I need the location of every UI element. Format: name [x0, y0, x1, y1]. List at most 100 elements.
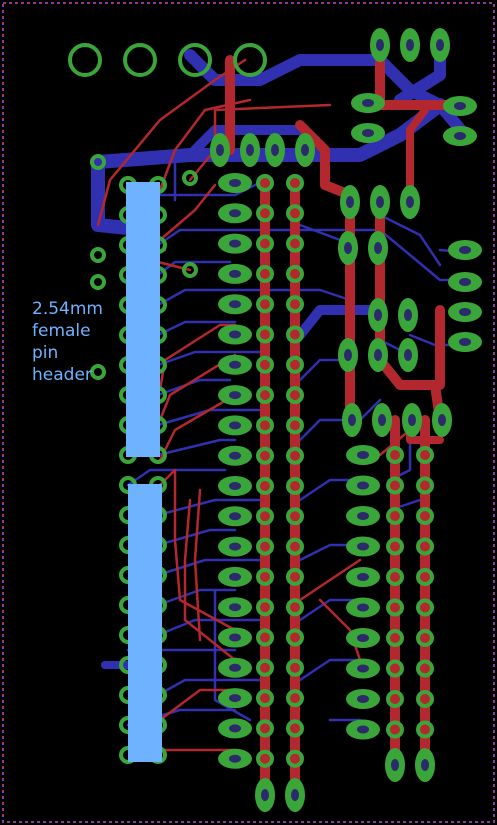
rail-pad: [386, 446, 404, 464]
pad-drill: [459, 278, 471, 286]
rail-pad: [256, 719, 274, 738]
pad-drill: [216, 144, 224, 156]
rail-pad: [416, 598, 434, 617]
pad-drill: [229, 603, 241, 612]
rail-pad: [416, 507, 434, 525]
pad-drill: [229, 209, 241, 218]
rail-pad: [416, 476, 434, 495]
rail-pad: [386, 690, 404, 708]
top-trace: [158, 323, 237, 392]
pad-drill: [374, 242, 382, 254]
rail-pad: [286, 174, 304, 192]
rail-pad: [256, 749, 274, 768]
rail-pad: [286, 689, 304, 708]
pad-drill: [229, 694, 241, 703]
rail-pad: [256, 628, 274, 647]
rail-pad: [256, 234, 274, 253]
pin-header-annotation: 2.54mm female pin header: [32, 299, 103, 385]
rail-pad: [256, 537, 274, 556]
rail-pad: [416, 446, 434, 464]
top-trace: [188, 103, 332, 182]
pad-drill: [229, 300, 241, 309]
pad-drill: [436, 39, 444, 51]
pad-drill: [291, 789, 299, 801]
pad-drill: [344, 349, 352, 361]
rail-pad: [256, 355, 274, 374]
rail-pad: [256, 295, 274, 314]
pad-drill: [454, 132, 466, 140]
via: [182, 170, 198, 186]
pad-drill: [229, 360, 241, 369]
rail-pad: [386, 720, 404, 739]
pad-drill: [459, 338, 471, 346]
pad-drill: [357, 664, 369, 673]
top-trace: [378, 428, 412, 457]
pad-drill: [357, 542, 369, 551]
bottom-trace: [156, 618, 267, 637]
top-trace: [193, 488, 202, 642]
pad-drill: [374, 349, 382, 361]
pad-drill: [229, 421, 241, 430]
pad-drill: [357, 512, 369, 520]
top-trace: [158, 688, 237, 722]
rail-pad: [386, 598, 404, 617]
pad-drill: [271, 144, 279, 156]
pad-drill: [391, 759, 399, 771]
bottom-trace: [156, 558, 267, 577]
rail-pad: [286, 658, 304, 677]
bottom-trace: [156, 498, 267, 517]
pad-drill: [229, 239, 241, 248]
rail-pad: [286, 537, 304, 556]
rail-pad: [286, 719, 304, 738]
pad-drill: [406, 196, 414, 208]
rail-pad: [286, 355, 304, 374]
bottom-trace: [298, 358, 342, 382]
rail-pad: [286, 295, 304, 314]
top-trace: [158, 183, 217, 242]
rail-pad: [256, 477, 274, 495]
rail-pad: [416, 568, 434, 586]
pad-drill: [346, 196, 354, 208]
bottom-trace: [298, 398, 382, 442]
pad-drill: [357, 451, 369, 459]
rail-pad: [256, 386, 274, 405]
pad-drill: [229, 724, 241, 733]
bottom-trace: [298, 598, 362, 622]
pad-drill: [378, 414, 386, 426]
bottom-trace: [156, 438, 237, 457]
rail-pad: [256, 689, 274, 708]
via: [90, 154, 106, 170]
pad-drill: [454, 102, 466, 110]
pad-drill: [406, 39, 414, 51]
mounting-hole: [68, 43, 102, 77]
rail-pad: [286, 264, 304, 283]
rail-pad: [386, 537, 404, 556]
rail-pad: [416, 659, 434, 678]
bottom-trace: [156, 378, 232, 397]
pad-drill: [301, 144, 309, 156]
bottom-trace: [156, 228, 467, 282]
pad-drill: [376, 196, 384, 208]
rail-pad: [386, 629, 404, 647]
rail-pad: [416, 720, 434, 739]
rail-pad: [256, 174, 274, 192]
pad-drill: [229, 482, 241, 490]
rail-pad: [286, 507, 304, 526]
rail-pad: [386, 476, 404, 495]
bottom-trace: [156, 178, 267, 197]
rail-pad: [286, 234, 304, 253]
pad-drill: [229, 663, 241, 672]
rail-pad: [286, 749, 304, 768]
rail-pad: [286, 416, 304, 435]
rail-pad: [256, 658, 274, 677]
pad-drill: [357, 573, 369, 581]
rail-pad: [256, 507, 274, 526]
rail-pad: [256, 416, 274, 435]
rail-pad: [256, 264, 274, 283]
rail-pad: [416, 690, 434, 708]
rail-pad: [256, 325, 274, 344]
top-trace: [158, 353, 237, 422]
female-pin-header-upper: [126, 182, 160, 457]
rail-pad: [286, 204, 304, 223]
rail-pad: [416, 537, 434, 556]
